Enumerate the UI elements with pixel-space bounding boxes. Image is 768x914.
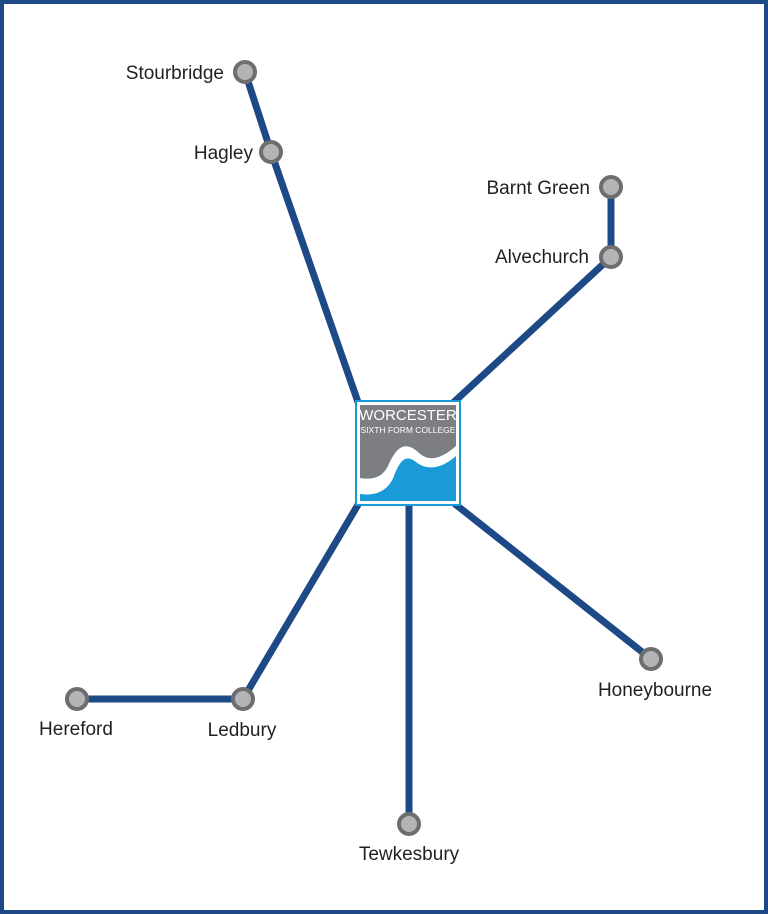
station-barnt-green[interactable] xyxy=(599,175,623,199)
label-alvechurch: Alvechurch xyxy=(495,247,589,268)
label-tewkesbury: Tewkesbury xyxy=(359,844,460,865)
station-hagley[interactable] xyxy=(259,140,283,164)
stations xyxy=(65,60,663,836)
label-stourbridge: Stourbridge xyxy=(126,63,224,84)
station-hereford[interactable] xyxy=(65,687,89,711)
station-stourbridge[interactable] xyxy=(233,60,257,84)
label-hagley: Hagley xyxy=(194,143,254,164)
college-logo: WORCESTER SIXTH FORM COLLEGE xyxy=(355,400,461,506)
line-honeybourne xyxy=(451,500,655,663)
label-barnt-green: Barnt Green xyxy=(487,178,591,199)
label-ledbury: Ledbury xyxy=(208,720,277,741)
label-hereford: Hereford xyxy=(39,719,113,740)
label-honeybourne: Honeybourne xyxy=(598,680,712,701)
station-tewkesbury[interactable] xyxy=(397,812,421,836)
logo-title: WORCESTER xyxy=(359,407,457,424)
station-ledbury[interactable] xyxy=(231,687,255,711)
logo-subtitle: SIXTH FORM COLLEGE xyxy=(361,425,456,435)
station-alvechurch[interactable] xyxy=(599,245,623,269)
station-honeybourne[interactable] xyxy=(639,647,663,671)
